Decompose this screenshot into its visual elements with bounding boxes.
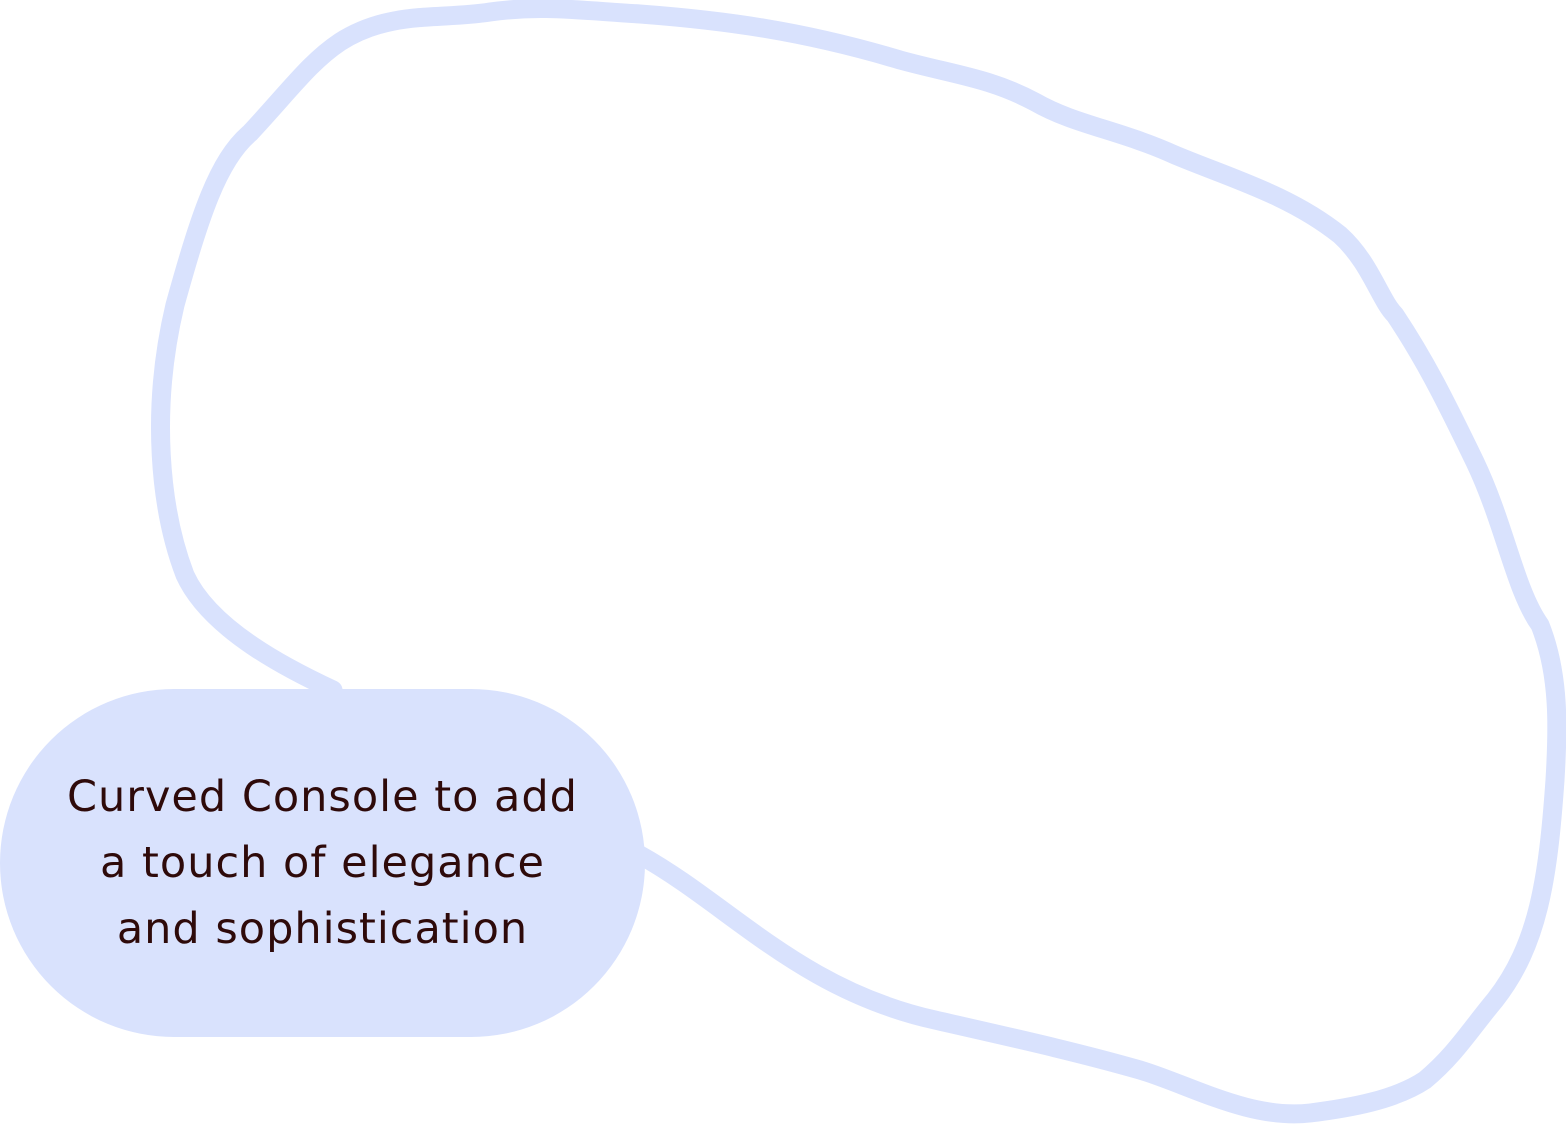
callout-text: Curved Console to add a touch of eleganc… [67,772,578,954]
callout-pill: Curved Console to add a touch of eleganc… [0,689,645,1037]
highlight-outline-path [151,0,1566,1124]
